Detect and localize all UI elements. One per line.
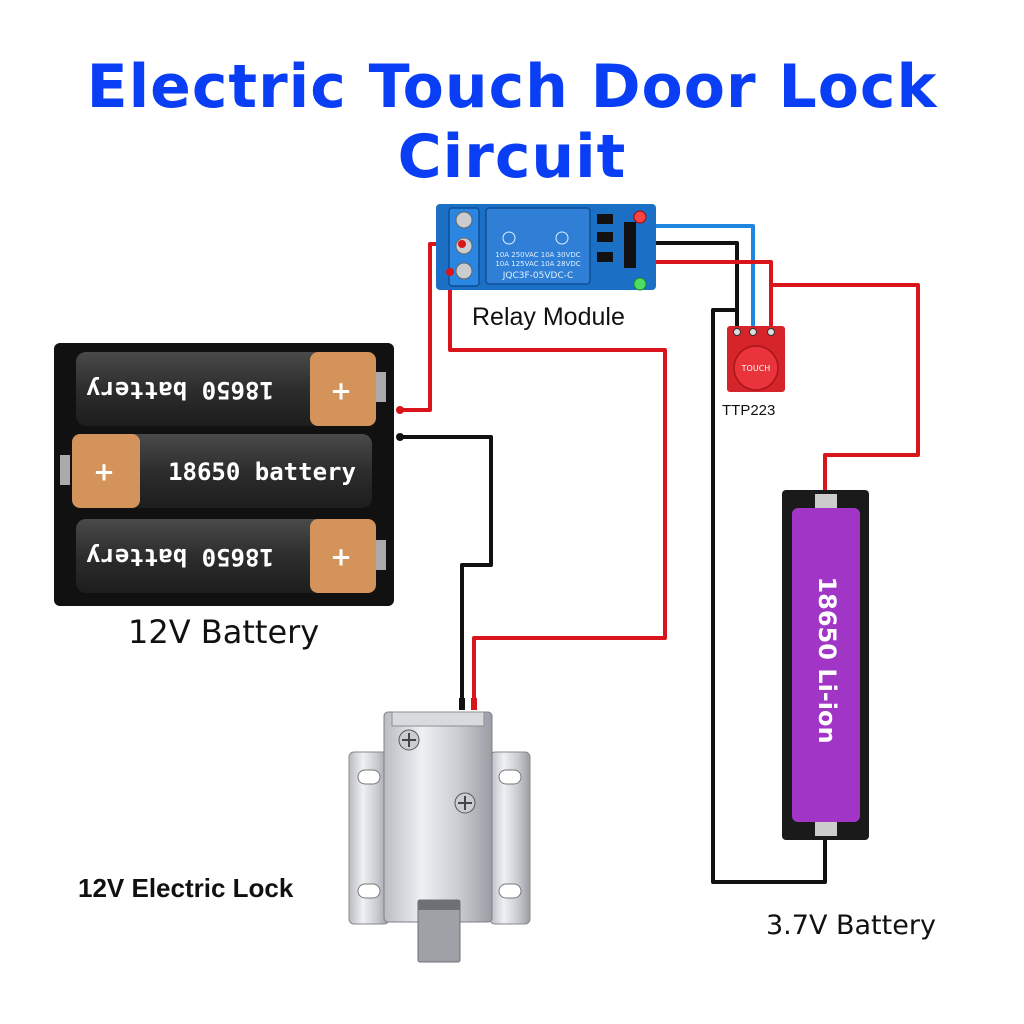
wire-red-relay-to-lock — [448, 270, 667, 704]
battery-cell-text: 18650 battery — [86, 376, 274, 404]
relay-led-red — [633, 210, 647, 224]
ttp223-touch-sensor: TOUCH — [727, 326, 785, 392]
relay-component — [597, 232, 613, 242]
relay-module: 10A 250VAC 10A 30VDC 10A 125VAC 10A 28VD… — [436, 204, 656, 291]
ttp223-touch-pad — [733, 345, 779, 391]
relay-component — [597, 214, 613, 224]
wire-blue-relay-to-ttp223 — [633, 224, 755, 332]
relay-cert-mark — [555, 231, 569, 245]
relay-cube — [485, 207, 591, 285]
wire-red-ttp223-to-liion — [769, 283, 920, 507]
battery-12v-label: 12V Battery — [128, 613, 320, 651]
relay-led-green — [633, 277, 647, 291]
electric-lock-label: 12V Electric Lock — [78, 873, 294, 903]
relay-component — [597, 252, 613, 262]
liion-wrap — [792, 508, 860, 822]
liion-text: 18650 Li-ion — [813, 576, 841, 743]
relay-terminal-screw — [455, 211, 473, 229]
battery-pack-12v: + 18650 battery + 18650 battery + 18650 … — [54, 343, 394, 606]
battery-cap — [310, 352, 376, 426]
battery-cap — [72, 434, 140, 508]
battery-plus-label: + — [93, 458, 115, 488]
battery-spring — [376, 372, 386, 402]
wires — [396, 224, 920, 884]
relay-rating-line-2: 10A 125VAC 10A 28VDC — [495, 260, 580, 268]
battery-cell-1: + 18650 battery — [76, 352, 376, 426]
relay-model-text: JQC3F-05VDC-C — [502, 271, 574, 281]
ttp223-pad-text: TOUCH — [741, 364, 771, 373]
liion-battery: 18650 Li-ion — [782, 490, 869, 840]
wire-black-relay-to-ttp223 — [633, 241, 739, 332]
battery-3v7-label: 3.7V Battery — [766, 910, 936, 941]
battery-spring — [60, 455, 70, 485]
wire-red-relay-to-ttp223 — [633, 260, 773, 332]
battery-cap — [310, 519, 376, 593]
battery-cell-text: 18650 battery — [86, 543, 274, 571]
battery-cell-3: + 18650 battery — [76, 519, 376, 593]
battery-cell-2: + 18650 battery — [72, 434, 372, 508]
battery-plus-label: + — [330, 543, 352, 573]
wire-black-battery-to-lock — [398, 435, 493, 704]
battery-cell-text: 18650 battery — [168, 458, 356, 486]
electric-lock — [348, 698, 531, 963]
relay-terminal-screw — [455, 262, 473, 280]
relay-rating-line-1: 10A 250VAC 10A 30VDC — [495, 251, 580, 259]
ttp223-label: TTP223 — [722, 402, 776, 419]
diagram-title: Electric Touch Door Lock Circuit — [86, 52, 938, 192]
wire-black-ttp223-to-liion — [711, 308, 827, 884]
relay-module-label: Relay Module — [472, 303, 625, 331]
relay-cert-mark — [502, 231, 516, 245]
battery-spring — [376, 540, 386, 570]
relay-pin-header — [624, 222, 636, 268]
battery-plus-label: + — [330, 377, 352, 407]
